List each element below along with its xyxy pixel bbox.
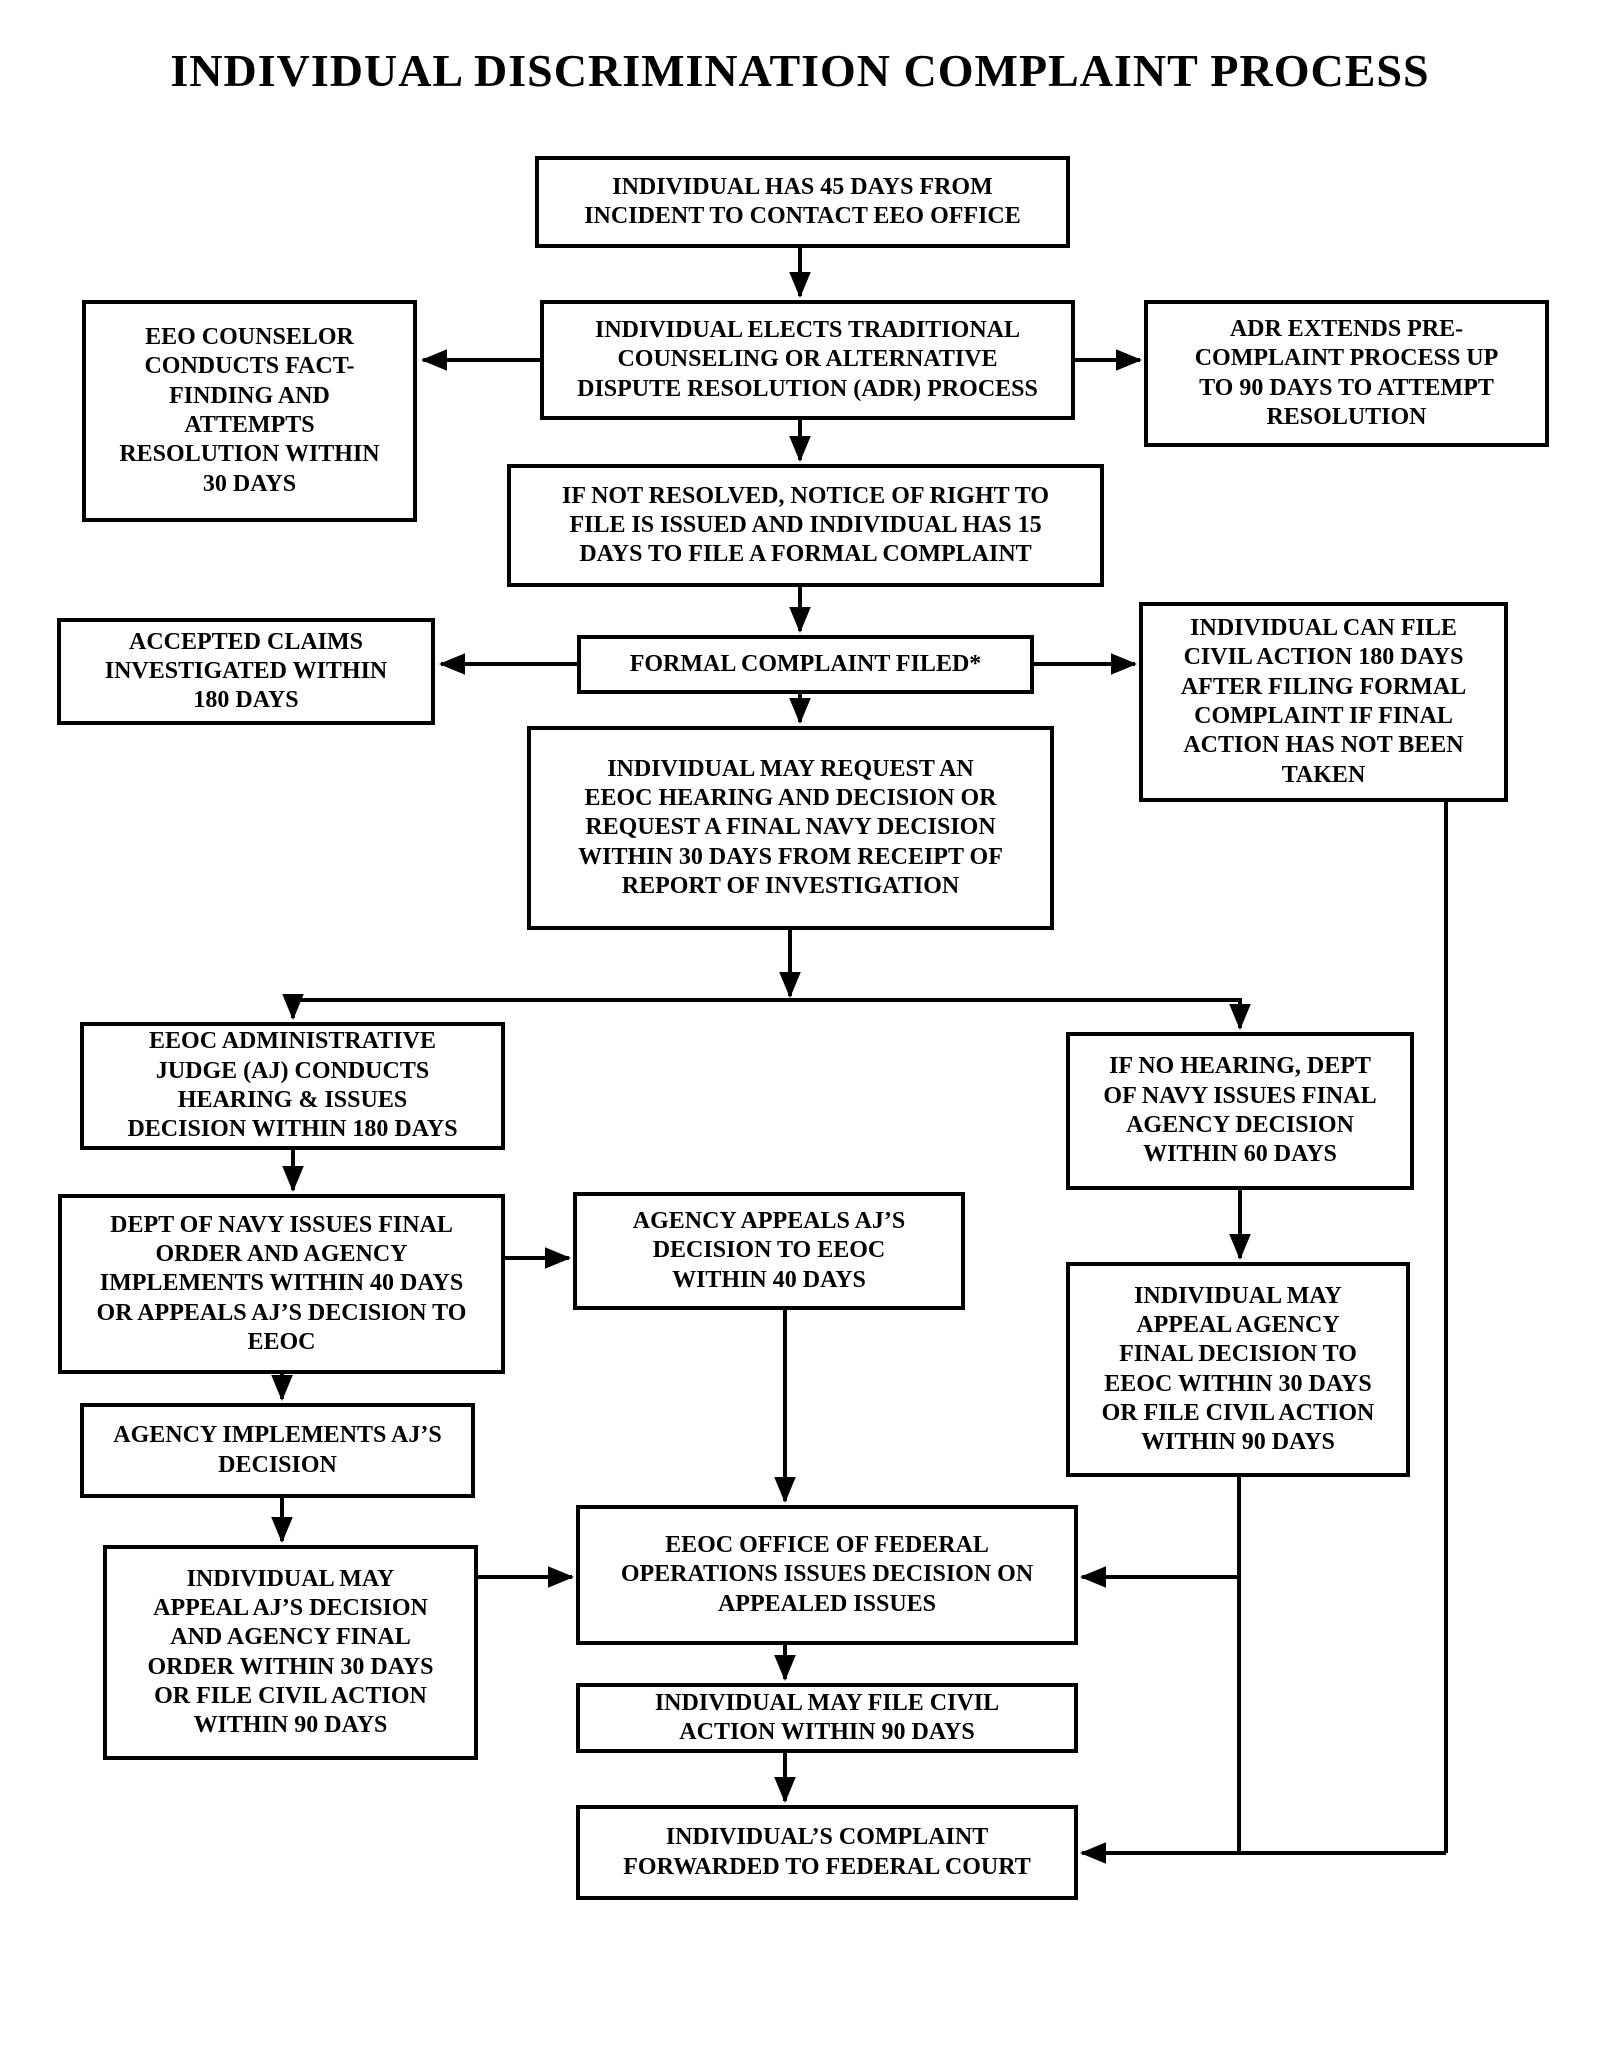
node-appeal-aj-decision: INDIVIDUAL MAY APPEAL AJ’S DECISION AND … (103, 1545, 478, 1760)
node-contact-eeo: INDIVIDUAL HAS 45 DAYS FROM INCIDENT TO … (535, 156, 1070, 248)
node-no-hearing-decision: IF NO HEARING, DEPT OF NAVY ISSUES FINAL… (1066, 1032, 1414, 1190)
node-civil-action-90-days: INDIVIDUAL MAY FILE CIVIL ACTION WITHIN … (576, 1683, 1078, 1753)
node-civil-action-180-days: INDIVIDUAL CAN FILE CIVIL ACTION 180 DAY… (1139, 602, 1508, 802)
node-adr-extends: ADR EXTENDS PRE- COMPLAINT PROCESS UP TO… (1144, 300, 1549, 447)
node-appeal-agency-decision: INDIVIDUAL MAY APPEAL AGENCY FINAL DECIS… (1066, 1262, 1410, 1477)
node-eeo-counselor: EEO COUNSELOR CONDUCTS FACT- FINDING AND… (82, 300, 417, 522)
node-federal-court: INDIVIDUAL’S COMPLAINT FORWARDED TO FEDE… (576, 1805, 1078, 1900)
node-request-hearing: INDIVIDUAL MAY REQUEST AN EEOC HEARING A… (527, 726, 1054, 930)
node-navy-final-order: DEPT OF NAVY ISSUES FINAL ORDER AND AGEN… (58, 1194, 505, 1374)
node-elect-counseling-adr: INDIVIDUAL ELECTS TRADITIONAL COUNSELING… (540, 300, 1075, 420)
node-ofo-decision: EEOC OFFICE OF FEDERAL OPERATIONS ISSUES… (576, 1505, 1078, 1645)
diagram-title: INDIVIDUAL DISCRIMINATION COMPLAINT PROC… (170, 45, 1430, 96)
node-formal-complaint-filed: FORMAL COMPLAINT FILED* (577, 635, 1034, 694)
node-agency-implements-aj: AGENCY IMPLEMENTS AJ’S DECISION (80, 1403, 475, 1498)
node-accepted-claims: ACCEPTED CLAIMS INVESTIGATED WITHIN 180 … (57, 618, 435, 725)
node-agency-appeals-aj: AGENCY APPEALS AJ’S DECISION TO EEOC WIT… (573, 1192, 965, 1310)
node-eeoc-aj-hearing: EEOC ADMINISTRATIVE JUDGE (AJ) CONDUCTS … (80, 1022, 505, 1150)
node-notice-right-to-file: IF NOT RESOLVED, NOTICE OF RIGHT TO FILE… (507, 464, 1104, 587)
